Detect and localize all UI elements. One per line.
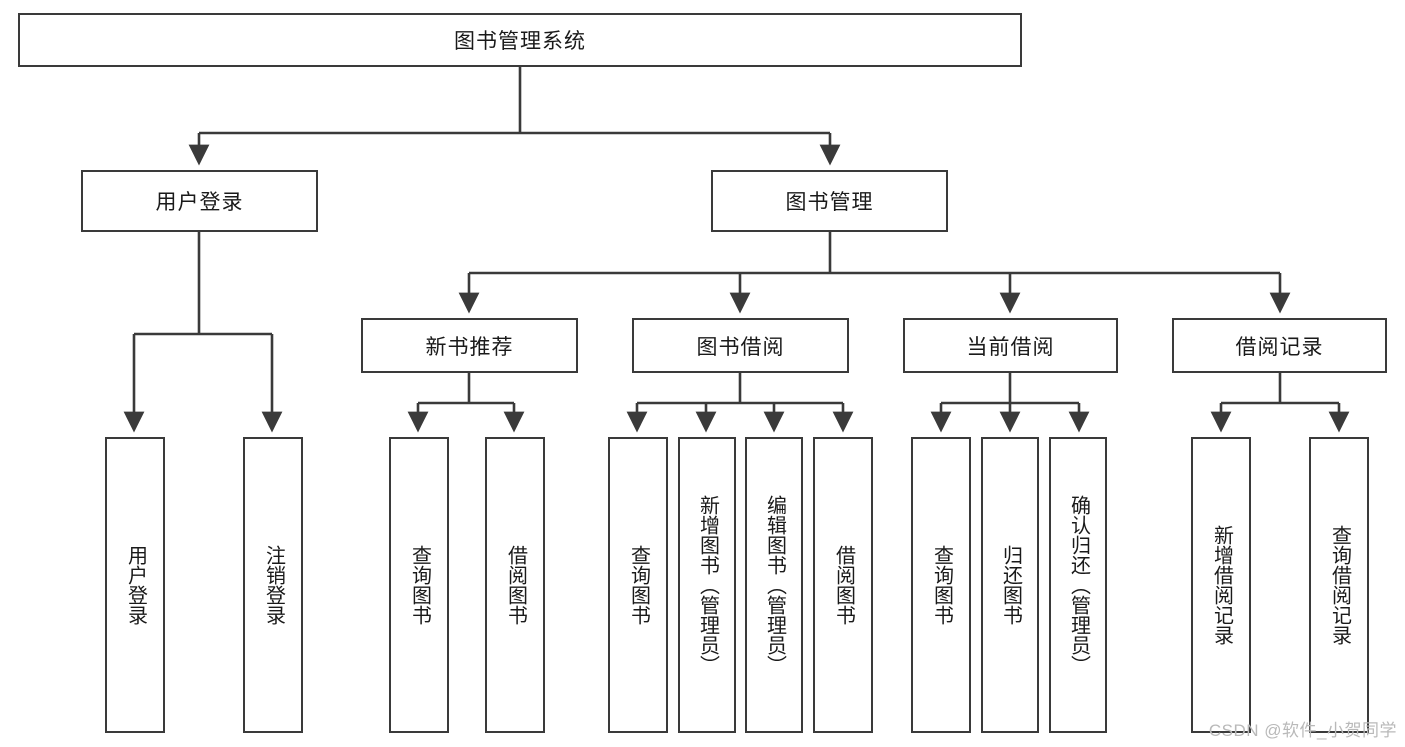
node-book-management[interactable]: 图书管理 (711, 170, 948, 232)
node-label: 编辑图书（管理员） (763, 495, 786, 675)
leaf-add-borrow-record[interactable]: 新增借阅记录 (1191, 437, 1251, 733)
node-user-login[interactable]: 用户登录 (81, 170, 318, 232)
node-label: 图书管理 (785, 191, 874, 214)
node-label: 借阅图书 (832, 545, 855, 625)
leaf-borrow-book[interactable]: 借阅图书 (813, 437, 873, 733)
node-label: 图书管理系统 (454, 30, 586, 53)
leaf-confirm-return-admin[interactable]: 确认归还（管理员） (1049, 437, 1107, 733)
node-label: 新书推荐 (425, 335, 514, 359)
node-label: 借阅图书 (504, 545, 527, 625)
node-book-borrow[interactable]: 图书借阅 (632, 318, 849, 373)
node-label: 用户登录 (155, 191, 244, 214)
leaf-return-book[interactable]: 归还图书 (981, 437, 1039, 733)
node-label: 新增借阅记录 (1210, 525, 1233, 645)
leaf-edit-book-admin[interactable]: 编辑图书（管理员） (745, 437, 803, 733)
node-current-borrow[interactable]: 当前借阅 (903, 318, 1118, 373)
leaf-logout[interactable]: 注销登录 (243, 437, 303, 733)
leaf-query-book-recommend[interactable]: 查询图书 (389, 437, 449, 733)
node-label: 当前借阅 (966, 335, 1055, 359)
node-label: 归还图书 (999, 545, 1022, 625)
node-label: 用户登录 (124, 545, 147, 625)
node-label: 查询图书 (627, 545, 650, 625)
node-label: 查询图书 (930, 545, 953, 625)
leaf-query-book-current[interactable]: 查询图书 (911, 437, 971, 733)
leaf-user-login[interactable]: 用户登录 (105, 437, 165, 733)
node-label: 确认归还（管理员） (1067, 495, 1090, 675)
watermark-text: CSDN @软件_小贺同学 (1208, 721, 1397, 740)
node-label: 借阅记录 (1235, 335, 1324, 359)
node-root-system[interactable]: 图书管理系统 (18, 13, 1022, 67)
node-borrow-record[interactable]: 借阅记录 (1172, 318, 1387, 373)
node-label: 查询图书 (408, 545, 431, 625)
leaf-borrow-book-recommend[interactable]: 借阅图书 (485, 437, 545, 733)
node-label: 查询借阅记录 (1328, 525, 1351, 645)
leaf-query-borrow-record[interactable]: 查询借阅记录 (1309, 437, 1369, 733)
node-label: 注销登录 (262, 545, 285, 625)
node-label: 图书借阅 (696, 335, 785, 359)
leaf-query-book-borrow[interactable]: 查询图书 (608, 437, 668, 733)
node-label: 新增图书（管理员） (696, 495, 719, 675)
node-new-book-recommend[interactable]: 新书推荐 (361, 318, 578, 373)
leaf-add-book-admin[interactable]: 新增图书（管理员） (678, 437, 736, 733)
